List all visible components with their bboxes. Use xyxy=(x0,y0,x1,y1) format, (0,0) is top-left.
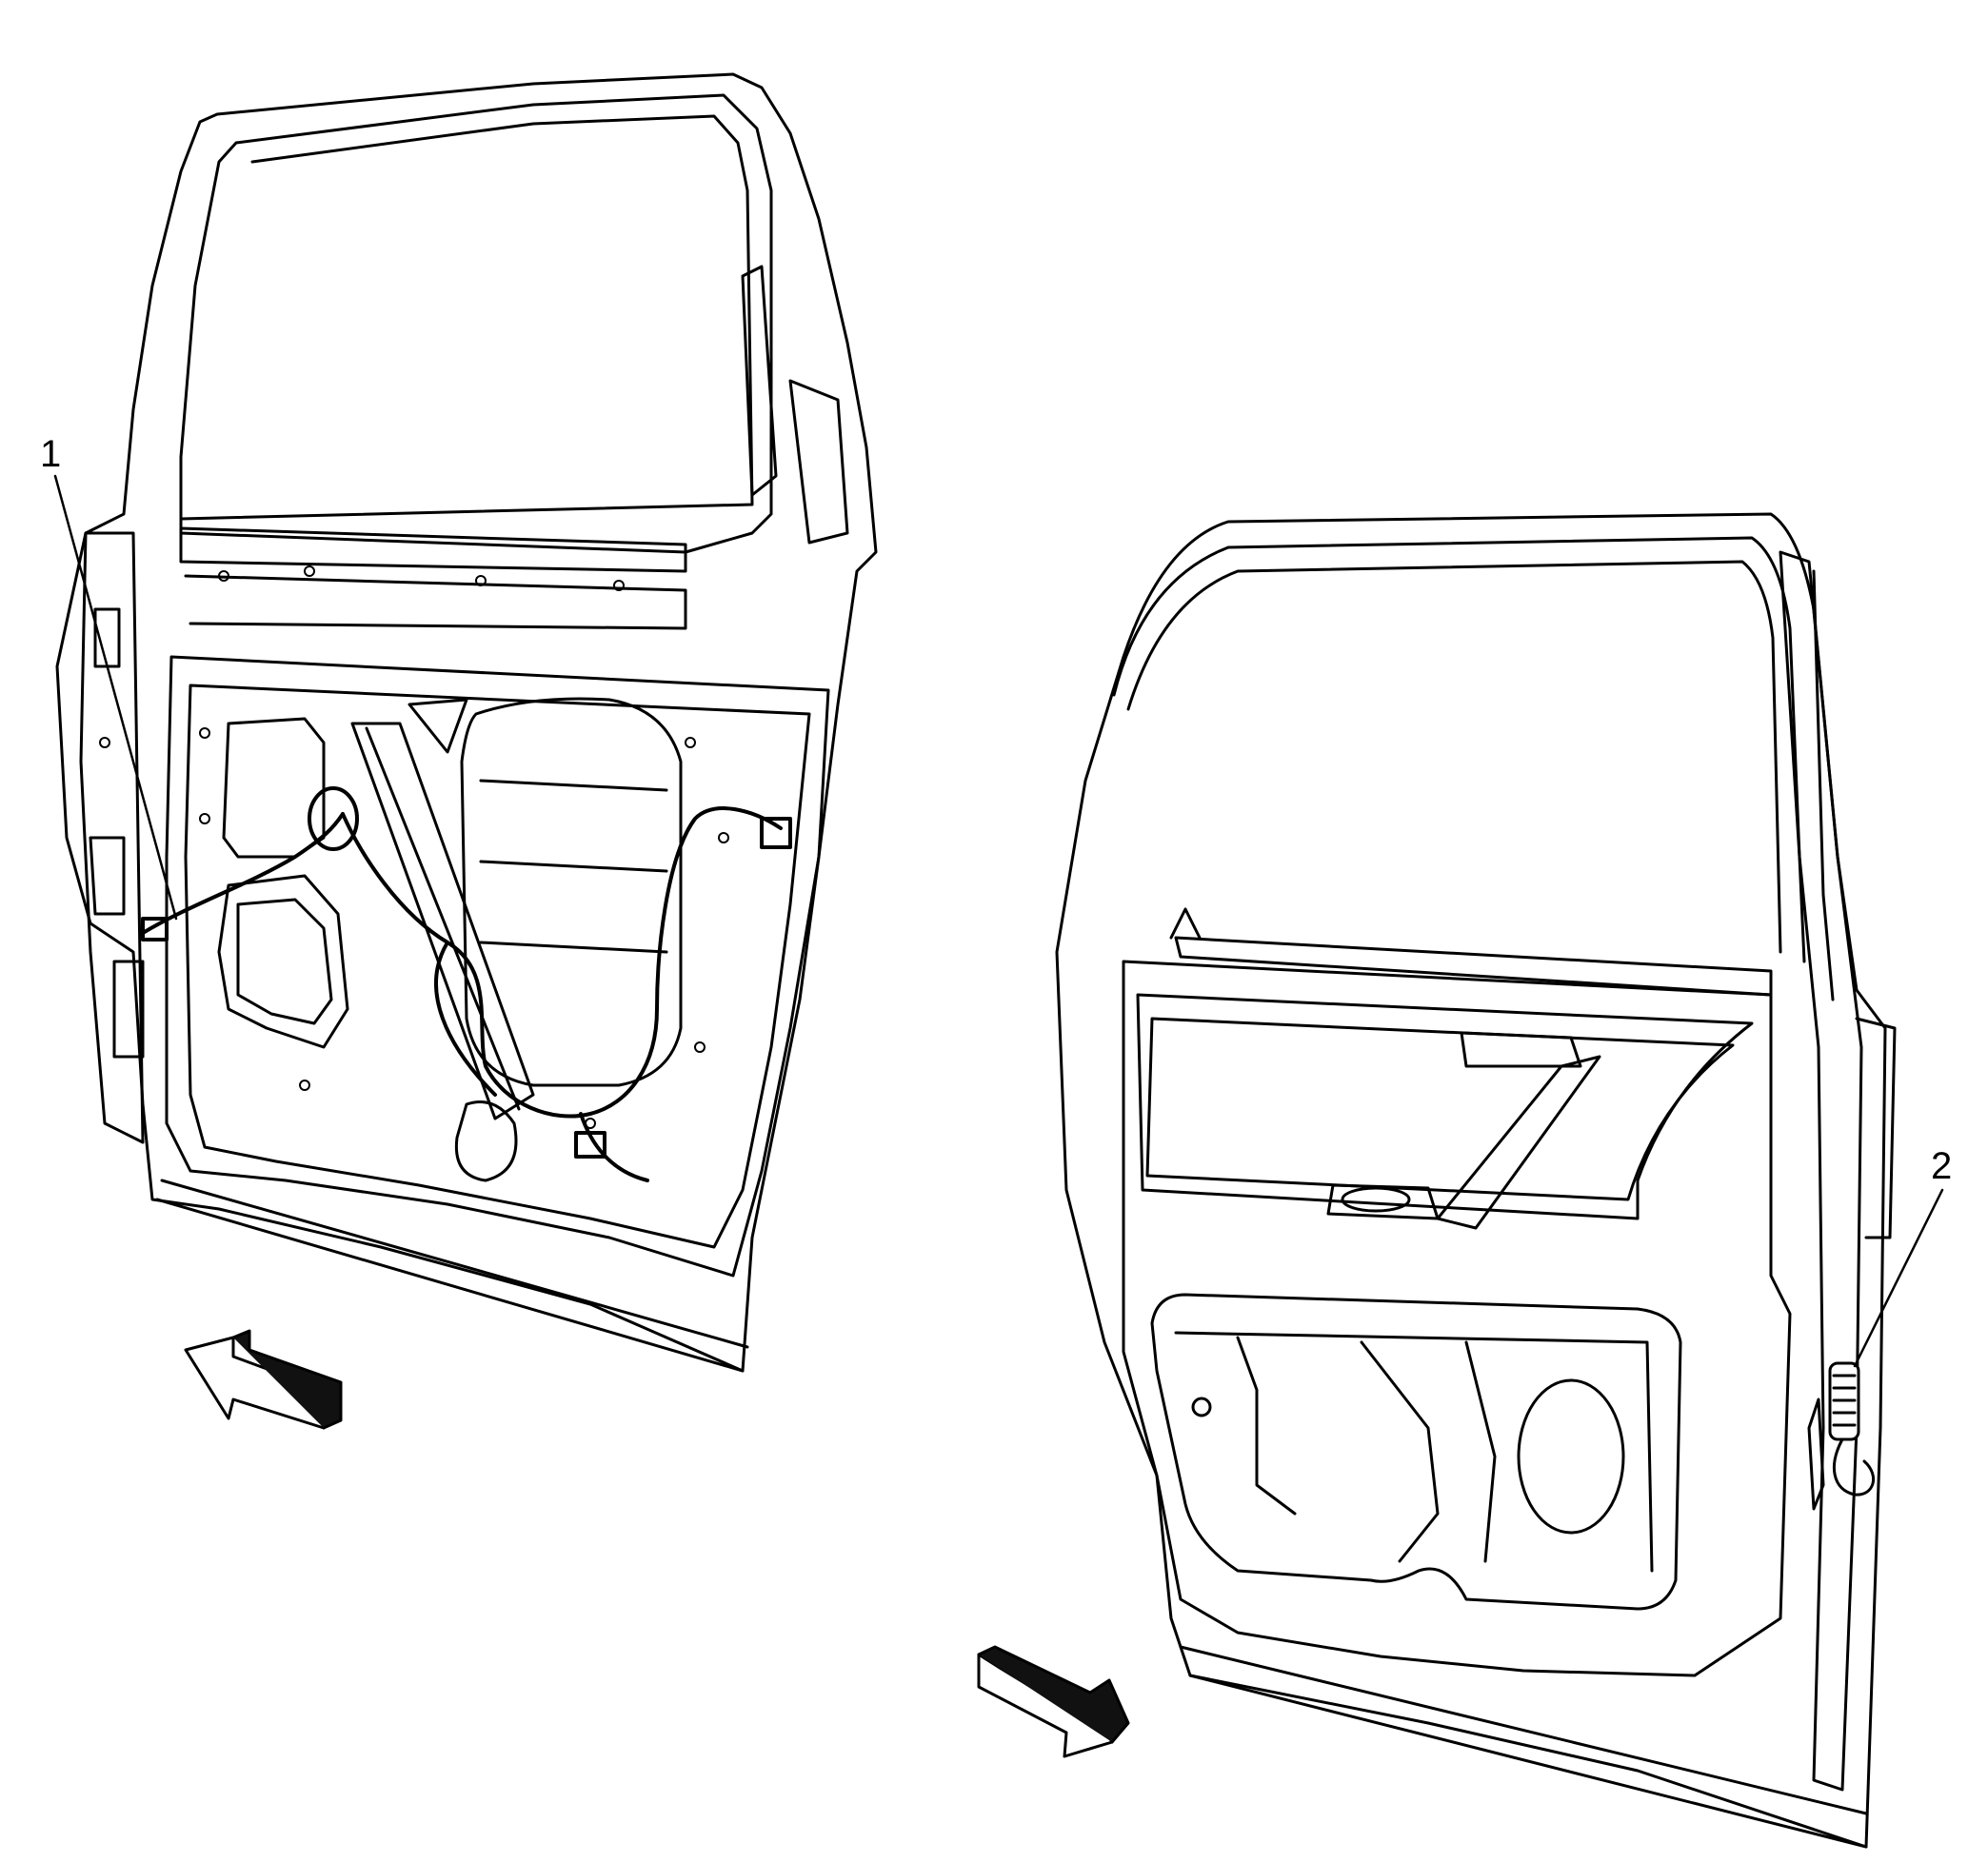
callout-1: 1 xyxy=(40,433,178,921)
left-door-wiring-harness xyxy=(141,786,792,1182)
callout-2: 2 xyxy=(1853,1145,1952,1368)
callout-1-leader-line xyxy=(53,474,178,921)
left-door-inner-panel xyxy=(55,72,878,1373)
right-door-harness-connector xyxy=(1807,1361,1875,1511)
rearward-arrow-icon xyxy=(977,1645,1130,1758)
callout-1-label: 1 xyxy=(40,433,61,475)
callout-2-label: 2 xyxy=(1931,1145,1952,1187)
forward-arrow-icon xyxy=(184,1329,343,1430)
callout-2-leader-line xyxy=(1853,1188,1944,1368)
right-door-trim-panel xyxy=(1055,512,1897,1849)
